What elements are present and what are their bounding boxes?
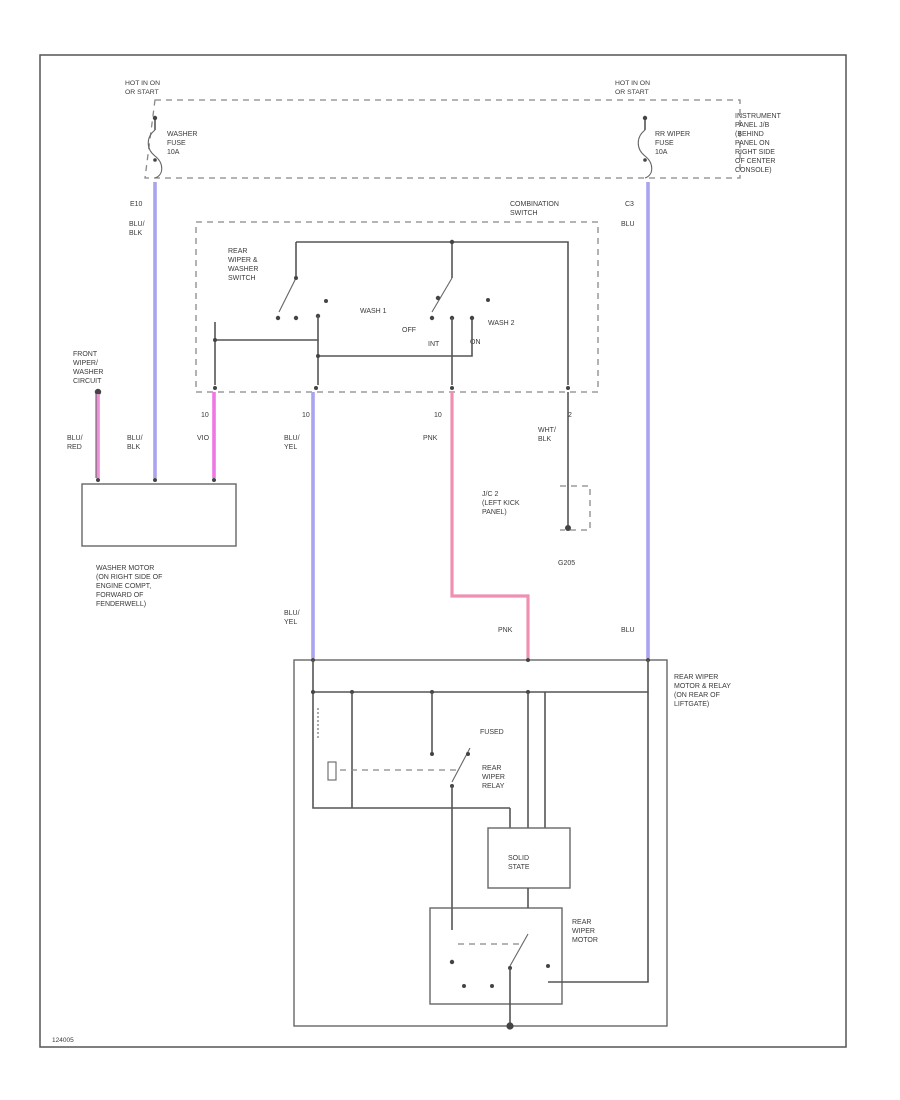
int-label: INT	[428, 341, 440, 348]
front-circuit-connector-dot	[94, 388, 102, 396]
wire-pnk	[450, 392, 530, 658]
wire-label-blu-right-top: BLU	[621, 221, 635, 228]
wire-label-blu-blk-center: BLU/BLK	[127, 435, 143, 451]
wire-label-blu-yel-bottom: BLU/YEL	[284, 610, 300, 626]
switch-pin-c: 10	[434, 412, 442, 419]
wire-label-blu-red: BLU/RED	[67, 435, 83, 451]
right-fuse	[637, 115, 653, 179]
left-pin-label: E10	[130, 201, 143, 208]
fused-label: FUSED	[480, 729, 504, 736]
left-fuse	[147, 115, 163, 179]
wash2-label: WASH 2	[488, 320, 515, 327]
wire-label-pnk-top: PNK	[423, 435, 438, 442]
wire-label-blu-yel-top: BLU/YEL	[284, 435, 300, 451]
right-pin-label: C3	[625, 201, 634, 208]
wire-label-blu-right-bottom: BLU	[621, 627, 635, 634]
diagram-id: 124005	[52, 1037, 74, 1044]
wire-label-blu-blk-left: BLU/BLK	[129, 221, 145, 237]
on-label: ON	[470, 339, 481, 346]
off-label: OFF	[402, 327, 416, 334]
switch-pin-b: 10	[302, 412, 310, 419]
diagram-frame	[39, 54, 847, 1048]
wire-label-pnk-bottom: PNK	[498, 627, 513, 634]
wire-label-wht-blk: WHT/BLK	[538, 427, 556, 443]
ground-label: G205	[558, 560, 575, 567]
switch-pin-a: 10	[201, 412, 209, 419]
wash1-label: WASH 1	[360, 308, 387, 315]
wire-label-vio: VIO	[197, 435, 210, 442]
switch-pin-d: 2	[568, 412, 572, 419]
